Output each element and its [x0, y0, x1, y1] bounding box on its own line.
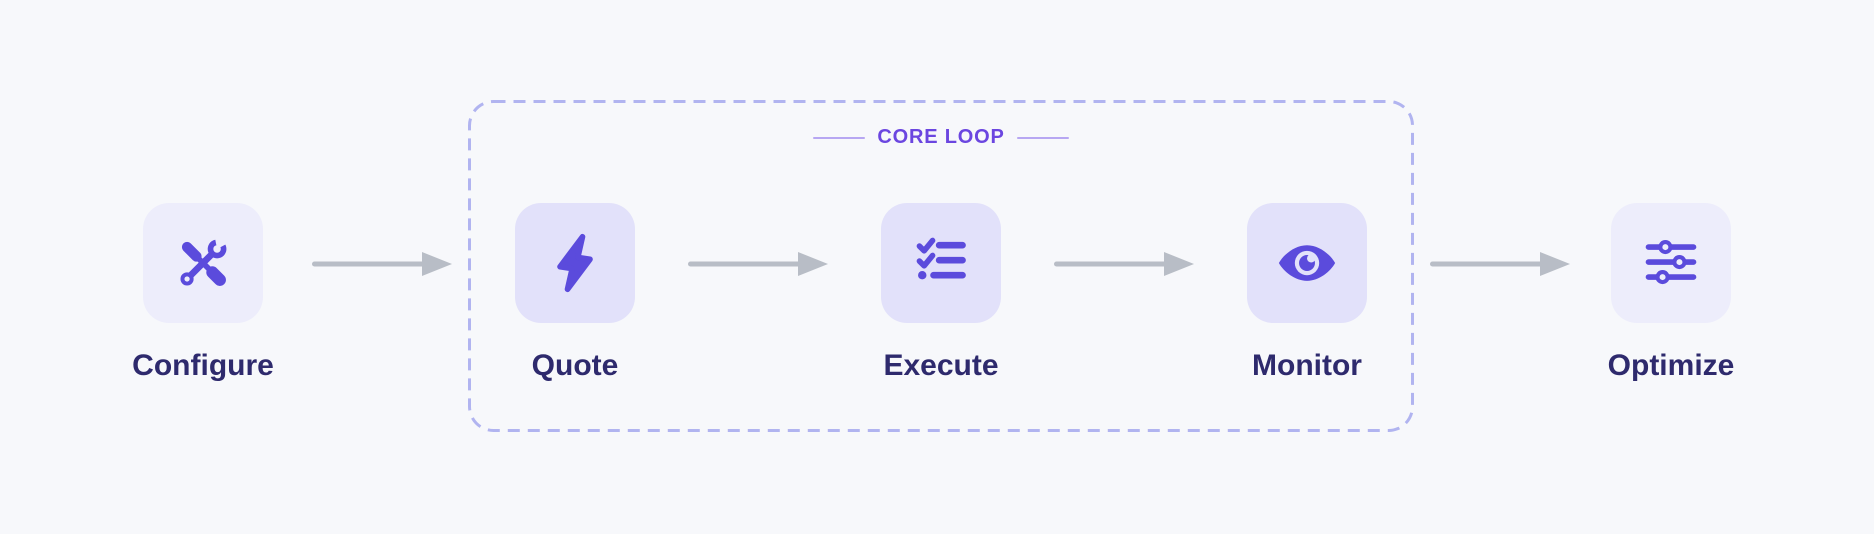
core-loop-tick-left — [813, 136, 866, 139]
core-loop-title: CORE LOOP — [468, 126, 1414, 149]
step-optimize: Optimize — [1598, 203, 1744, 383]
step-execute: Execute — [868, 203, 1014, 383]
step-monitor-label: Monitor — [1252, 349, 1362, 382]
core-loop-steps-row: Quote — [502, 203, 1380, 383]
step-monitor-tile — [1247, 203, 1367, 323]
sliders-icon — [1645, 240, 1697, 285]
process-flow-diagram: Configure CORE LOOP Quote — [130, 100, 1744, 432]
bolt-icon — [557, 233, 593, 293]
screwdriver-wrench-icon — [180, 233, 233, 286]
eye-icon — [1278, 245, 1336, 281]
core-loop-title-text: CORE LOOP — [877, 126, 1005, 148]
step-configure-label: Configure — [132, 349, 274, 382]
step-configure-tile — [143, 203, 263, 323]
step-optimize-label: Optimize — [1607, 349, 1735, 382]
flow-arrow-4 — [1430, 252, 1570, 276]
checklist-icon — [916, 237, 966, 280]
step-optimize-tile — [1611, 203, 1731, 323]
core-loop-tick-right — [1016, 136, 1069, 139]
flow-arrow-2 — [688, 252, 828, 276]
step-quote: Quote — [502, 203, 648, 383]
core-loop-group: CORE LOOP Quote — [468, 100, 1414, 432]
flow-arrow-3 — [1054, 252, 1194, 276]
step-quote-label: Quote — [531, 349, 619, 382]
flow-arrow-1 — [312, 252, 452, 276]
step-configure: Configure — [130, 203, 276, 383]
step-execute-tile — [881, 203, 1001, 323]
step-execute-label: Execute — [883, 349, 999, 382]
step-monitor: Monitor — [1234, 203, 1380, 383]
step-quote-tile — [515, 203, 635, 323]
